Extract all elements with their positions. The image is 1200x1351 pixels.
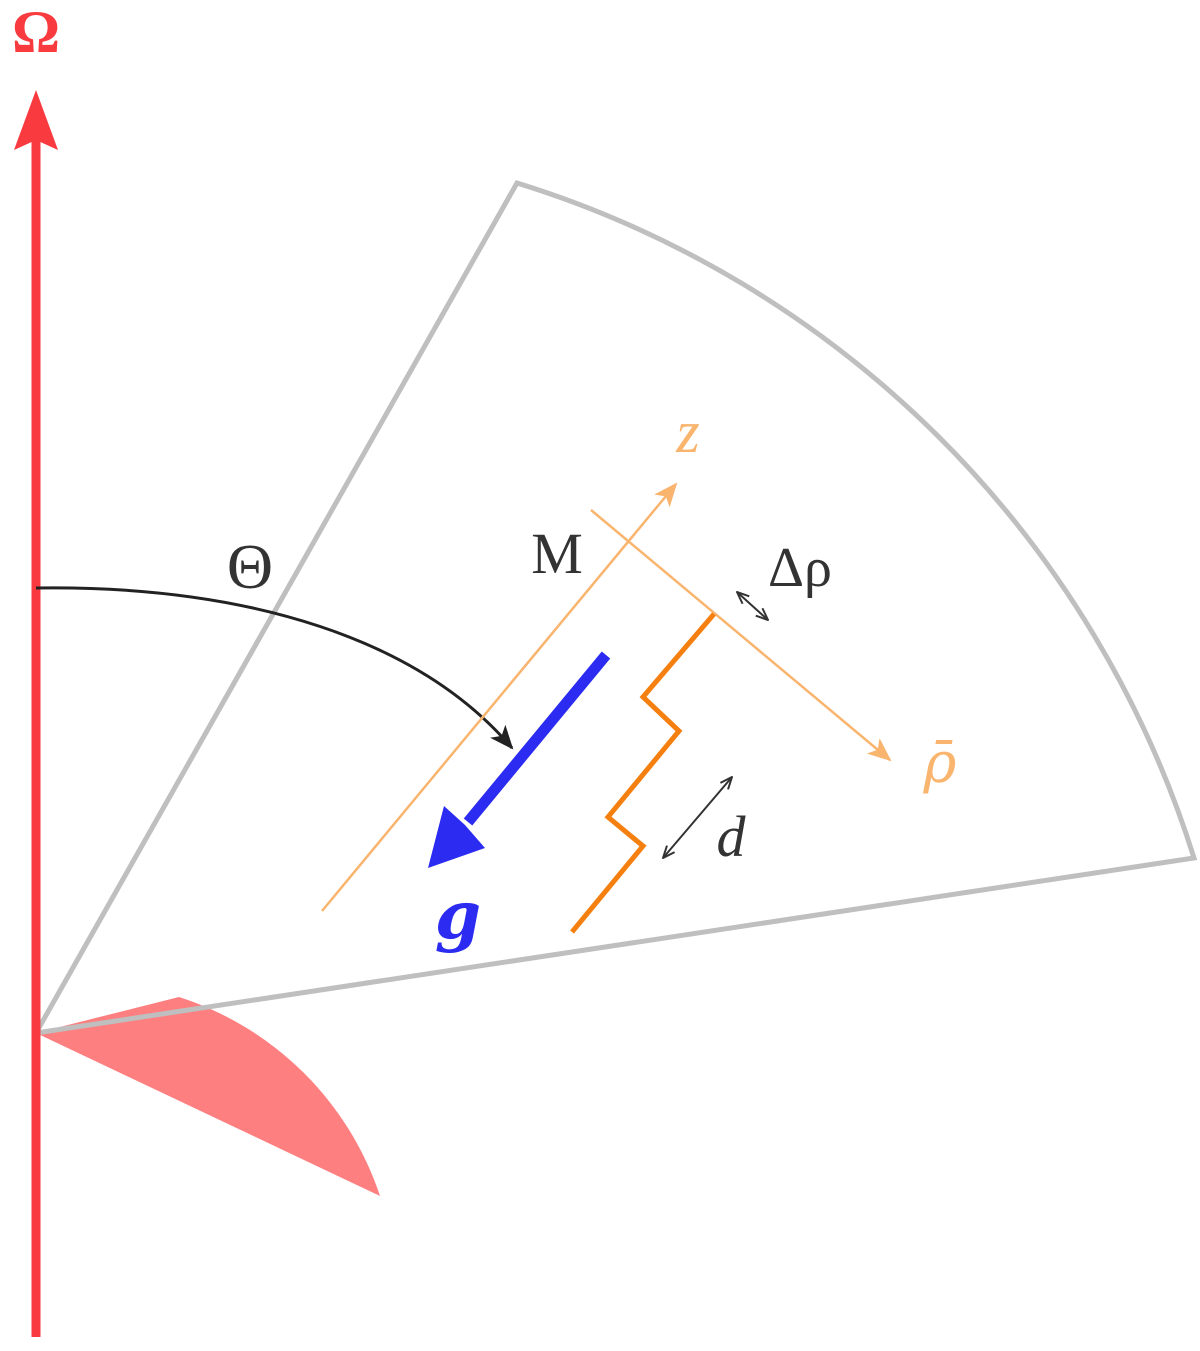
- theta-label: Θ: [227, 531, 273, 602]
- double-arrow-icon: [663, 777, 732, 858]
- rotation-wedge: [36, 997, 380, 1196]
- m-label: M: [531, 521, 583, 586]
- curved-arrow-icon: [35, 586, 514, 750]
- arrow-down-left-icon: [428, 806, 485, 868]
- rho-bar-label: ρ̄: [923, 731, 957, 796]
- double-arrow-icon: [737, 592, 768, 620]
- rho-bar-axis: [590, 509, 892, 762]
- gravity-arrow: [463, 651, 611, 826]
- omega-label: Ω: [12, 0, 60, 65]
- z-axis: [321, 482, 678, 912]
- d-label: d: [717, 804, 747, 869]
- g-label: g: [435, 876, 481, 954]
- delta-rho-label: Δρ: [768, 537, 832, 599]
- arrow-up-icon: [14, 90, 58, 150]
- z-label: z: [675, 399, 699, 465]
- interface-line: [570, 612, 716, 934]
- sector-outline: [31, 180, 1198, 1037]
